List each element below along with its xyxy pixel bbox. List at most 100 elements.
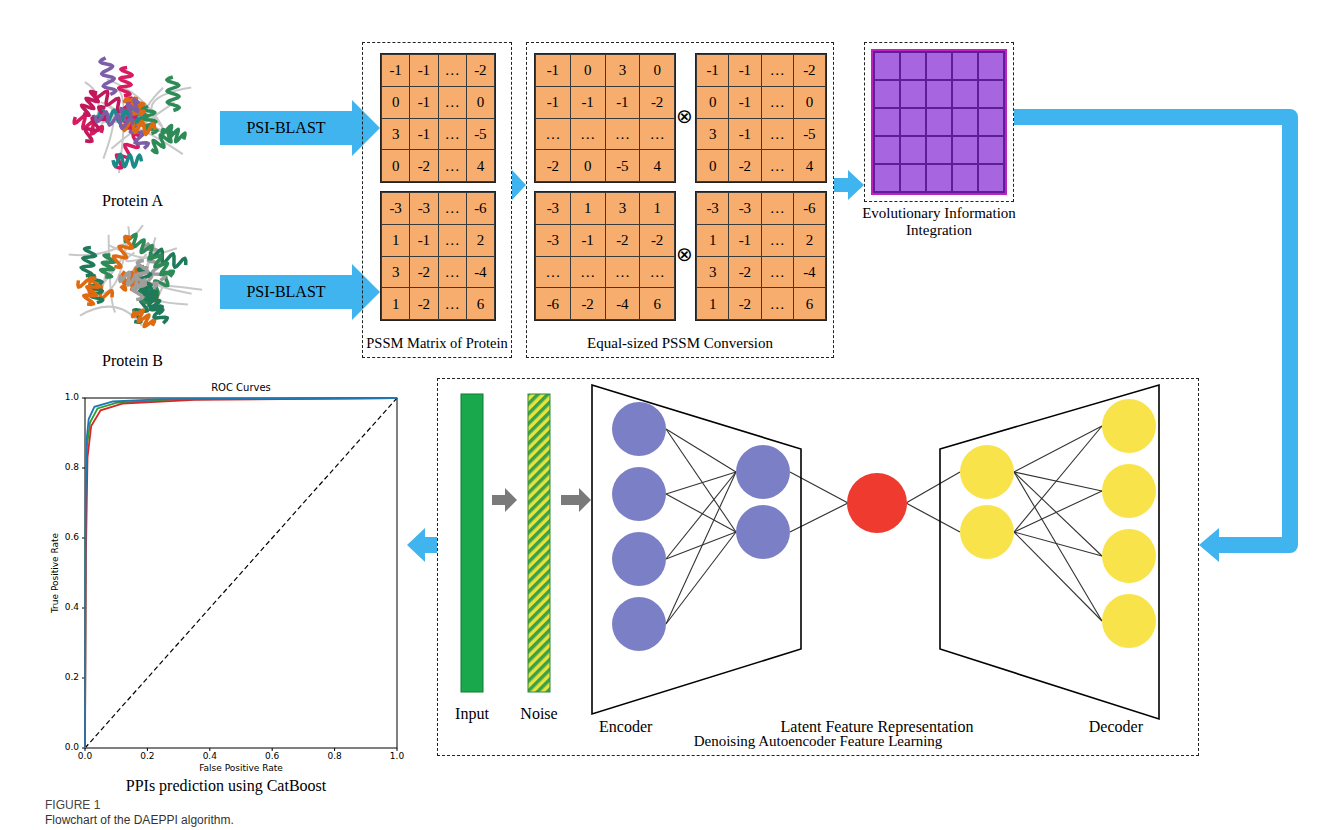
matrix-cell: 3 <box>382 257 409 288</box>
matrix-cell: … <box>640 119 674 150</box>
shape-outline <box>817 384 937 624</box>
network-link <box>1014 472 1102 621</box>
protein-helix <box>144 287 163 314</box>
protein-helix <box>167 77 180 111</box>
shape-outline <box>438 379 1200 757</box>
matrix-cell: … <box>762 288 793 319</box>
protein-helix <box>82 92 99 116</box>
matrix-cell: … <box>606 257 640 288</box>
operator-symbol: ⊗ <box>676 104 693 128</box>
grid-cell <box>901 109 925 135</box>
arrow-head <box>848 170 864 200</box>
matrix-cell: -5 <box>467 119 494 150</box>
matrix-cell: -2 <box>640 225 674 256</box>
chart-title: ROC Curves <box>85 382 397 394</box>
grid-caption: Evolutionary Information Integration <box>854 205 1024 240</box>
matrix-cell: 0 <box>794 87 825 118</box>
tick-label: 0.8 <box>320 751 350 762</box>
protein-helix <box>149 253 173 277</box>
network-link <box>1014 472 1102 491</box>
trapezoid-outline <box>940 385 1159 719</box>
protein-helix <box>113 237 132 268</box>
matrix-cell: 0 <box>571 55 605 86</box>
matrix-cell: 2 <box>467 225 494 256</box>
operator-symbol: ⊗ <box>676 242 693 266</box>
pssm-matrix: -3131-3-1-2-2…………-6-2-46 <box>534 191 676 321</box>
matrix-cell: … <box>762 55 793 86</box>
flow-arrow <box>220 264 380 320</box>
neuron <box>1102 529 1156 583</box>
grid-cell <box>979 53 1003 79</box>
neuron <box>736 505 790 559</box>
network-link <box>1014 532 1102 621</box>
noise-layer: Noise <box>517 393 561 723</box>
pssm-matrix: -3-3…-61-1…23-2…-41-2…6 <box>380 191 496 321</box>
edge-label: PSI-BLAST <box>243 118 328 137</box>
noise-bar <box>528 394 550 692</box>
network-link <box>1014 472 1102 556</box>
matrix-cell: -3 <box>410 193 437 224</box>
grid-cell <box>901 53 925 79</box>
arrow-head <box>352 100 380 156</box>
matrix-cell: -6 <box>467 193 494 224</box>
shape-outline <box>517 393 561 693</box>
neuron <box>612 467 666 521</box>
protein-caption: Protein B <box>45 351 220 370</box>
matrix-cell: … <box>762 257 793 288</box>
group-box: PSSM Matrix of Protein-1-1…-20-1…03-1…-5… <box>362 42 512 358</box>
pssm-matrix: -1030-1-1-1-2…………-20-54 <box>534 53 676 183</box>
flow-arrow <box>492 488 517 512</box>
network-link <box>790 503 848 532</box>
protein-caption: Protein A <box>45 191 220 210</box>
grid-cell <box>927 81 951 107</box>
matrix-cell: 1 <box>571 193 605 224</box>
pssm-matrix: -3-3…-61-1…23-2…-41-2…6 <box>695 191 827 321</box>
matrix-cell: … <box>762 225 793 256</box>
matrix-cell: 3 <box>606 55 640 86</box>
matrix-cell: 4 <box>794 150 825 181</box>
grid-cell <box>927 53 951 79</box>
matrix-cell: … <box>439 119 466 150</box>
matrix-cell: … <box>640 257 674 288</box>
matrix-cell: -4 <box>606 288 640 319</box>
matrix-cell: 6 <box>794 288 825 319</box>
network-link <box>1014 426 1102 472</box>
trapezoid-outline <box>592 385 801 714</box>
matrix-cell: -1 <box>410 55 437 86</box>
roc-curve <box>85 398 397 748</box>
matrix-cell: -4 <box>794 257 825 288</box>
flow-arrow <box>512 170 526 200</box>
latent-circle <box>847 473 907 533</box>
grid-cell <box>875 53 899 79</box>
grid-cell <box>927 165 951 191</box>
matrix-cell: 0 <box>697 150 728 181</box>
chart-caption: PPIs prediction using CatBoost <box>45 776 407 795</box>
matrix-cell: … <box>536 119 570 150</box>
arrow-shaft <box>492 495 505 505</box>
shape-outline <box>452 393 492 693</box>
axis-tick <box>209 748 210 751</box>
grid-cell <box>875 165 899 191</box>
matrix-cell: … <box>762 119 793 150</box>
matrix-cell: … <box>439 150 466 181</box>
flow-arrow <box>834 170 864 200</box>
matrix-cell: 3 <box>382 119 409 150</box>
grid-cell <box>901 137 925 163</box>
matrix-cell: -1 <box>729 225 760 256</box>
protein-helix <box>119 68 133 96</box>
matrix-cell: -4 <box>467 257 494 288</box>
matrix-cell: -6 <box>536 288 570 319</box>
tick-label: 0.0 <box>70 751 100 762</box>
block-caption: Decoder <box>1089 717 1143 736</box>
matrix-cell: -2 <box>571 288 605 319</box>
matrix-cell: … <box>762 87 793 118</box>
flow-arrow <box>1014 117 1290 562</box>
shape-outline <box>45 378 407 750</box>
matrix-cell: 0 <box>382 87 409 118</box>
matrix-cell: -1 <box>536 87 570 118</box>
network-link <box>790 472 848 503</box>
matrix-cell: -1 <box>382 55 409 86</box>
protein-helix <box>96 112 133 128</box>
input-layer: Input <box>452 393 492 723</box>
shape-outline <box>939 384 1161 721</box>
